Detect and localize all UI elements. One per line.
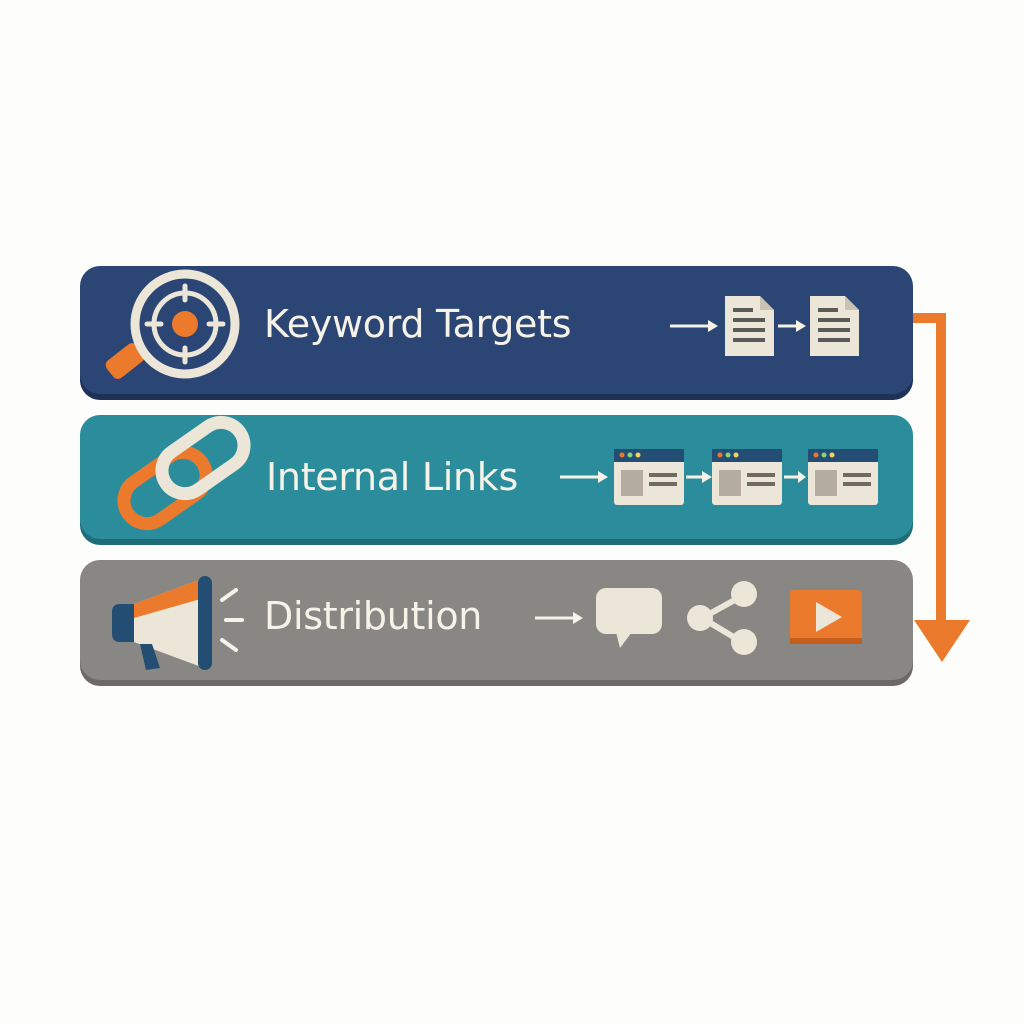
webpage-icon	[614, 449, 684, 505]
document-icon	[725, 296, 774, 356]
target-magnifier-icon	[105, 269, 240, 379]
stage-distribution: Distribution	[80, 560, 913, 680]
document-flow-icon	[670, 296, 859, 356]
stage-label: Distribution	[264, 594, 483, 638]
stage-internal-links: Internal Links	[80, 415, 913, 539]
page-flow-icon	[560, 449, 878, 505]
distribution-icons-layer	[112, 576, 862, 670]
webpage-icon	[712, 449, 782, 505]
share-icon	[687, 581, 757, 655]
document-icon	[810, 296, 859, 356]
chat-bubble-icon	[596, 588, 662, 648]
megaphone-icon	[112, 576, 244, 670]
down-flow-arrow-icon	[913, 313, 970, 662]
chain-link-icon	[117, 415, 251, 531]
webpage-icon	[808, 449, 878, 505]
stage-label: Keyword Targets	[264, 302, 572, 346]
stage-keyword-targets: Keyword Targets	[80, 266, 913, 394]
video-play-icon	[790, 590, 862, 644]
keyword-icons-layer	[105, 269, 859, 379]
links-icons-layer	[117, 415, 878, 531]
stage-label: Internal Links	[266, 455, 518, 499]
channel-flow-icon	[535, 581, 862, 655]
